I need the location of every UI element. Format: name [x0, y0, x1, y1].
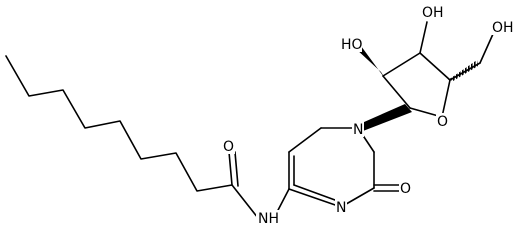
ring-oxygen-label: O [437, 114, 448, 130]
hydroxyl-label-c5: OH [492, 20, 514, 36]
amide-carbonyl-oxygen-label: O [223, 139, 234, 155]
amide-nh-label: NH [258, 211, 279, 227]
n1-label: N [353, 122, 363, 138]
hydroxyl-label-c3: OH [422, 5, 444, 21]
amide-group [228, 151, 290, 219]
alkyl-chain [5, 55, 233, 192]
c2-oh-wedge-bond [355, 46, 386, 80]
hydroxyl-label-c2: HO [341, 37, 363, 53]
n3-label: N [336, 200, 346, 216]
ring-carbonyl-oxygen-label: O [400, 181, 411, 197]
ribose-ring [382, 21, 494, 118]
atom-labels: OH HO OH O N N O O NH [222, 4, 514, 227]
c5-hashed-bond [448, 60, 478, 81]
glycosidic-wedge-bond [355, 104, 412, 131]
pyrimidinone-ring [288, 127, 401, 208]
